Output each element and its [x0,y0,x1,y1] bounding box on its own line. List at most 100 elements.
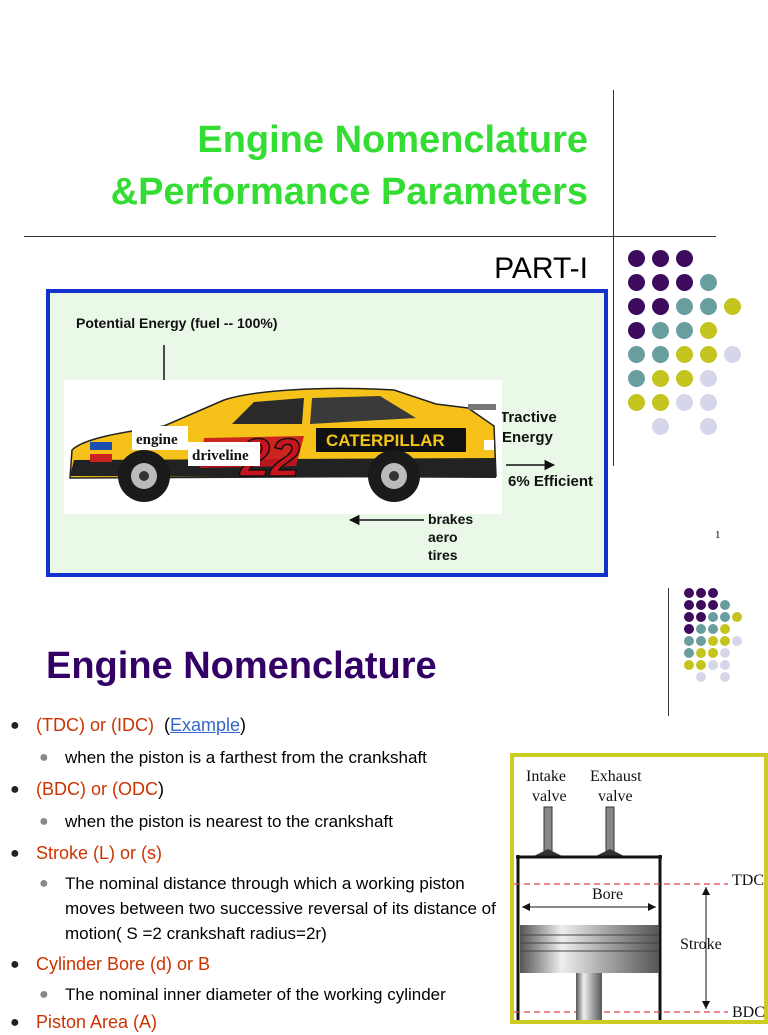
bullet-tdc-desc: ● when the piston is a farthest from the… [39,745,505,770]
bdc-description: when the piston is nearest to the cranks… [65,812,393,831]
decorative-dot [732,612,742,622]
bullet-dot: ● [10,717,20,734]
part-label: PART-I [494,252,588,285]
term-piston-area: Piston Area (A) [36,1012,158,1032]
efficiency-label: 6% Efficient [508,473,594,490]
decorative-dots-small [684,588,764,700]
energy-label: Energy [502,429,553,446]
slide2-vertical-divider [668,588,669,716]
slide-title: Engine Nomenclature &Performance Paramet… [20,114,588,218]
bore-label: Bore [592,886,623,903]
decorative-dot [708,624,718,634]
slide-title-line-1: Engine Nomenclature [197,119,588,161]
car-sponsor-text: CATERPILLAR [326,431,445,450]
potential-energy-label: Potential Energy (fuel -- 100%) [76,315,278,331]
sub-bullet-dot: ● [39,749,49,766]
intake-label-2: valve [532,788,567,805]
sub-bullet-dot: ● [39,813,49,830]
decorative-dot [676,322,693,339]
decorative-dot [720,648,730,658]
decorative-dot [628,298,645,315]
decorative-dot [676,274,693,291]
race-car-image: CATERPILLAR 22 engine driveline [64,380,502,514]
decorative-dot [700,298,717,315]
bullet-dot: ● [10,956,20,973]
bullet-stroke: ● Stroke (L) or (s) [10,841,162,866]
decorative-dot [628,322,645,339]
cylinder-drawing: Intake valve Exhaust valve Bore Stroke T… [514,768,765,1021]
brakes-label: brakes [428,511,474,527]
decorative-dot [700,394,717,411]
decorative-dots-large [628,250,748,440]
page-number: 1 [715,529,721,541]
slide-vertical-divider [613,90,614,466]
race-car-illustration: CATERPILLAR 22 engine driveline [69,387,497,502]
driveline-label: driveline [192,448,249,464]
decorative-dot [708,660,718,670]
decorative-dot [684,648,694,658]
decorative-dot [696,612,706,622]
decorative-dot [720,672,730,682]
exhaust-label-2: valve [598,788,633,805]
energy-figure: Potential Energy (fuel -- 100%) Tractive… [46,289,608,577]
decorative-dot [720,624,730,634]
decorative-dot [700,418,717,435]
decorative-dot [708,648,718,658]
bullet-tdc: ● (TDC) or (IDC) (Example) [10,713,247,738]
decorative-dot [720,660,730,670]
title-divider [24,236,716,237]
decorative-dot [684,660,694,670]
slide-title-line-2: &Performance Parameters [110,171,588,213]
term-bdc: (BDC) or (ODC [36,779,158,799]
example-link[interactable]: Example [170,715,241,735]
piston [520,925,659,973]
sub-bullet-dot: ● [39,875,49,892]
decorative-dot [652,418,669,435]
decorative-dot [696,648,706,658]
decorative-dot [696,660,706,670]
decorative-dot [652,274,669,291]
decorative-dot [720,612,730,622]
cylinder-diagram: Intake valve Exhaust valve Bore Stroke T… [510,753,768,1024]
decorative-dot [684,588,694,598]
engine-label: engine [136,432,178,448]
decorative-dot [720,600,730,610]
decorative-dot [628,250,645,267]
decorative-dot [700,274,717,291]
decorative-dot [684,624,694,634]
decorative-dot [684,612,694,622]
decorative-dot [724,346,741,363]
term-tdc-close: ) [240,715,247,735]
decorative-dot [676,370,693,387]
bdc-label: BDC [732,1004,765,1021]
connecting-rod [576,973,602,1020]
decorative-dot [652,346,669,363]
decorative-dot [708,600,718,610]
decorative-dot [708,612,718,622]
bore-description: The nominal inner diameter of the workin… [65,985,446,1004]
bullet-bore-desc: ● The nominal inner diameter of the work… [39,982,505,1007]
intake-label-1: Intake [526,768,566,785]
tdc-label: TDC [732,872,764,889]
decorative-dot [676,394,693,411]
bullet-bdc: ● (BDC) or (ODC) [10,777,164,802]
decorative-dot [676,346,693,363]
decorative-dot [696,624,706,634]
decorative-dot [732,636,742,646]
decorative-dot [628,274,645,291]
bullet-dot: ● [10,781,20,798]
bullet-dot: ● [10,845,20,862]
decorative-dot [696,600,706,610]
bullet-piston-area: ● Piston Area (A) [10,1010,158,1035]
decorative-dot [696,588,706,598]
decorative-dot [724,298,741,315]
decorative-dot [652,370,669,387]
decorative-dot [628,370,645,387]
decorative-dot [652,394,669,411]
decorative-dot [696,672,706,682]
term-bore: Cylinder Bore (d) or B [36,954,211,974]
decorative-dot [700,346,717,363]
tires-label: tires [428,547,458,563]
bullet-bore: ● Cylinder Bore (d) or B [10,952,211,977]
decorative-dot [628,394,645,411]
